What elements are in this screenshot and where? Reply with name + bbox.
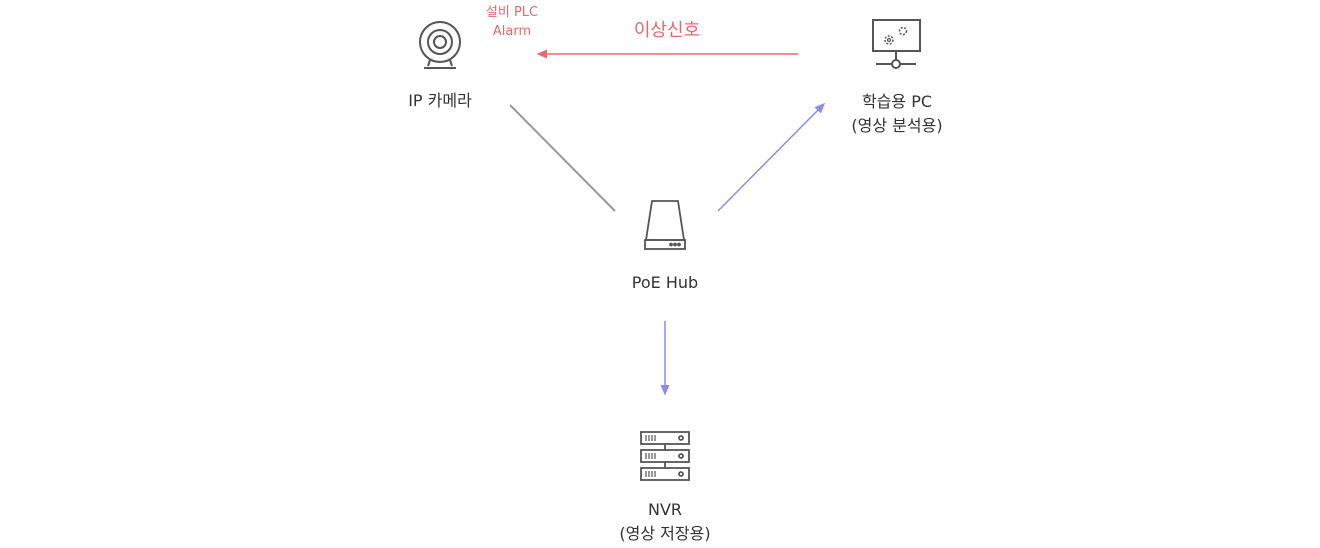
alarm-label: 이상신호 xyxy=(634,20,700,41)
hub-icon xyxy=(644,200,686,250)
hub-pc-arrow xyxy=(717,102,826,212)
plc-note-line2: Alarm xyxy=(493,24,531,39)
pc-sublabel: (영상 분석용) xyxy=(851,116,942,135)
nvr-label: NVR xyxy=(648,500,682,519)
pc-label: 학습용 PC xyxy=(862,92,932,111)
camera-label: IP 카메라 xyxy=(408,91,472,110)
nvr-server-icon xyxy=(640,431,690,481)
nvr-sublabel: (영상 저장용) xyxy=(619,524,710,543)
plc-note-line1: 설비 PLC xyxy=(486,5,538,20)
pc-gear-icon xyxy=(872,19,921,69)
hub-label: PoE Hub xyxy=(632,273,698,292)
camera-icon xyxy=(419,21,461,69)
camera-hub-link xyxy=(509,104,616,212)
